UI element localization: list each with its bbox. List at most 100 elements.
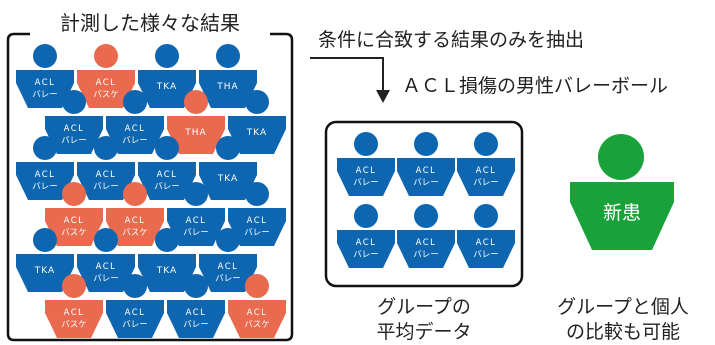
person-head: [123, 274, 147, 298]
person-label-top: ACL: [125, 216, 146, 226]
person-body: [167, 300, 225, 338]
person-head: [245, 182, 269, 206]
person-label-bottom: バレー: [32, 182, 58, 192]
person-icon: ACL バレー: [397, 204, 455, 268]
group-frame: [324, 120, 524, 288]
person-label-top: ACL: [247, 216, 268, 226]
person-label-bottom: バレー: [215, 274, 241, 284]
filter-criteria: ＡＣＬ損傷の男性バレーボール: [402, 75, 668, 97]
person-label-bottom: バスケ: [244, 320, 270, 330]
person-label: THA: [216, 82, 238, 92]
person-body: [199, 254, 257, 292]
person-label-bottom: バレー: [473, 178, 499, 188]
person-head: [474, 204, 498, 228]
person-head: [216, 228, 240, 252]
person-body: [199, 70, 257, 108]
person-body: [138, 70, 196, 108]
person-body: [397, 158, 455, 196]
person-icon: TKA: [16, 228, 74, 292]
person-label-top: ACL: [64, 124, 85, 134]
person-body: [45, 116, 103, 154]
person-icon: TKA: [138, 228, 196, 292]
person-label-top: ACL: [416, 238, 437, 248]
person-label-top: ACL: [476, 166, 497, 176]
person-label-bottom: バレー: [122, 320, 148, 330]
person-body: [138, 162, 196, 200]
person-head: [184, 90, 208, 114]
person-label: TKA: [34, 266, 55, 276]
person-body: [167, 116, 225, 154]
person-body: [228, 208, 286, 246]
person-icon: TKA: [199, 136, 257, 200]
person-label-bottom: バレー: [413, 250, 439, 260]
person-body: [228, 300, 286, 338]
person-head: [184, 274, 208, 298]
person-icon: THA: [199, 44, 257, 108]
filter-text: 条件に合致する結果のみを抽出: [318, 29, 584, 51]
person-body: [106, 116, 164, 154]
person-label-bottom: バスケ: [61, 228, 87, 238]
person-label-top: ACL: [125, 308, 146, 318]
person-icon: ACL バレー: [457, 132, 515, 196]
person-label-bottom: バスケ: [61, 320, 87, 330]
person-head: [414, 204, 438, 228]
person-body: [16, 162, 74, 200]
person-label-top: ACL: [356, 166, 377, 176]
person-body: [167, 208, 225, 246]
new-patient-head: [598, 134, 644, 180]
person-head: [94, 136, 118, 160]
left-panel-title: 計測した様々な結果: [60, 11, 240, 35]
person-head: [245, 90, 269, 114]
person-head: [155, 136, 179, 160]
group-caption-line2: 平均データ: [376, 321, 471, 343]
person-body: [337, 158, 395, 196]
compare-caption-line1: グループと個人: [557, 296, 689, 318]
person-body: [77, 70, 135, 108]
person-head: [354, 132, 378, 156]
person-icon: THA: [167, 90, 225, 154]
person-label-top: ACL: [157, 170, 178, 180]
person-label-top: ACL: [476, 238, 497, 248]
person-label-bottom: バスケ: [122, 228, 148, 238]
person-head: [62, 90, 86, 114]
person-label: TKA: [156, 82, 177, 92]
person-body: [457, 230, 515, 268]
person-label: TKA: [156, 266, 177, 276]
person-body: [77, 254, 135, 292]
person-head: [414, 132, 438, 156]
person-icon: TKA: [228, 90, 286, 154]
person-label-top: ACL: [64, 308, 85, 318]
person-body: [228, 116, 286, 154]
person-head: [155, 44, 179, 68]
person-label-bottom: バスケ: [93, 90, 119, 100]
person-head: [216, 44, 240, 68]
person-label-top: ACL: [416, 166, 437, 176]
person-head: [474, 132, 498, 156]
group-caption-line1: グループの: [377, 296, 471, 318]
person-head: [62, 274, 86, 298]
person-label-bottom: バレー: [413, 178, 439, 188]
person-body: [199, 162, 257, 200]
person-label-top: ACL: [35, 78, 56, 88]
person-head: [94, 44, 118, 68]
person-label-bottom: バレー: [122, 136, 148, 146]
new-patient-figure: 新患: [570, 134, 674, 250]
person-head: [123, 90, 147, 114]
person-label-top: ACL: [96, 262, 117, 272]
person-label-bottom: バレー: [93, 274, 119, 284]
person-head: [33, 228, 57, 252]
person-label: TKA: [217, 174, 238, 184]
person-head: [155, 228, 179, 252]
left-panel-frame: [6, 32, 294, 342]
person-body: [457, 158, 515, 196]
person-head: [33, 136, 57, 160]
